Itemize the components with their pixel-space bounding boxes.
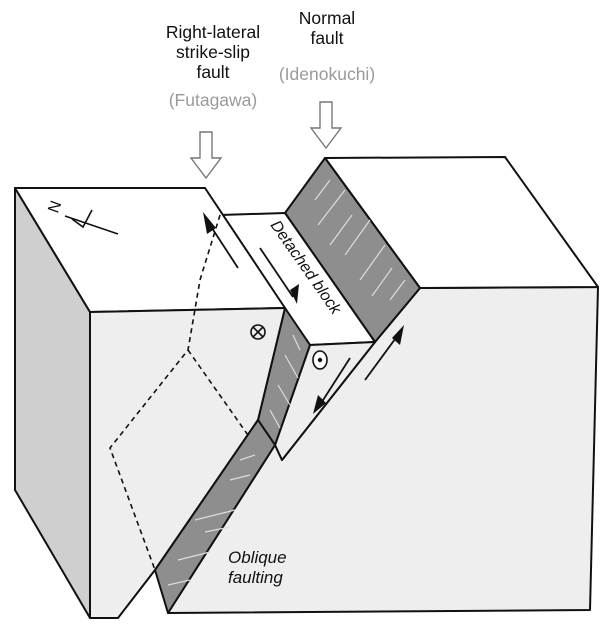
normal-fault-indicator-arrow-icon — [309, 101, 343, 150]
oblique-fault-plane — [154, 419, 276, 614]
strike-slip-label-line2: strike-slip — [176, 42, 250, 63]
oblique-label-line1: Oblique — [228, 548, 287, 567]
strike-slip-arrow-left — [203, 212, 239, 269]
oblique-faulting-label: Oblique faulting — [228, 548, 318, 587]
strike-slip-arrow-right — [259, 247, 299, 304]
north-label: N — [45, 199, 65, 216]
out-of-page-symbol — [312, 350, 328, 370]
normal-slip-arrow-down — [313, 357, 351, 414]
futagawa-label: (Futagawa) — [168, 90, 258, 110]
oblique-label-line2: faulting — [228, 567, 283, 587]
north-arrow-icon — [64, 209, 119, 235]
strike-slip-label: Right-lateral strike-slip fault — [128, 22, 298, 82]
normal-fault-label: Normal fault — [272, 8, 382, 48]
idenokuchi-label: (Idenokuchi) — [278, 64, 376, 84]
normal-fault-label-line2: fault — [310, 28, 344, 49]
normal-fault-label-line1: Normal — [298, 8, 356, 28]
striations — [167, 179, 406, 586]
strike-slip-indicator-arrow-icon — [189, 131, 223, 180]
into-page-symbol — [250, 324, 266, 340]
normal-slip-arrow-up — [364, 325, 404, 381]
strike-slip-label-line3: fault — [196, 62, 230, 83]
hidden-fault-trace — [109, 214, 251, 571]
strike-slip-label-line1: Right-lateral — [165, 22, 261, 42]
